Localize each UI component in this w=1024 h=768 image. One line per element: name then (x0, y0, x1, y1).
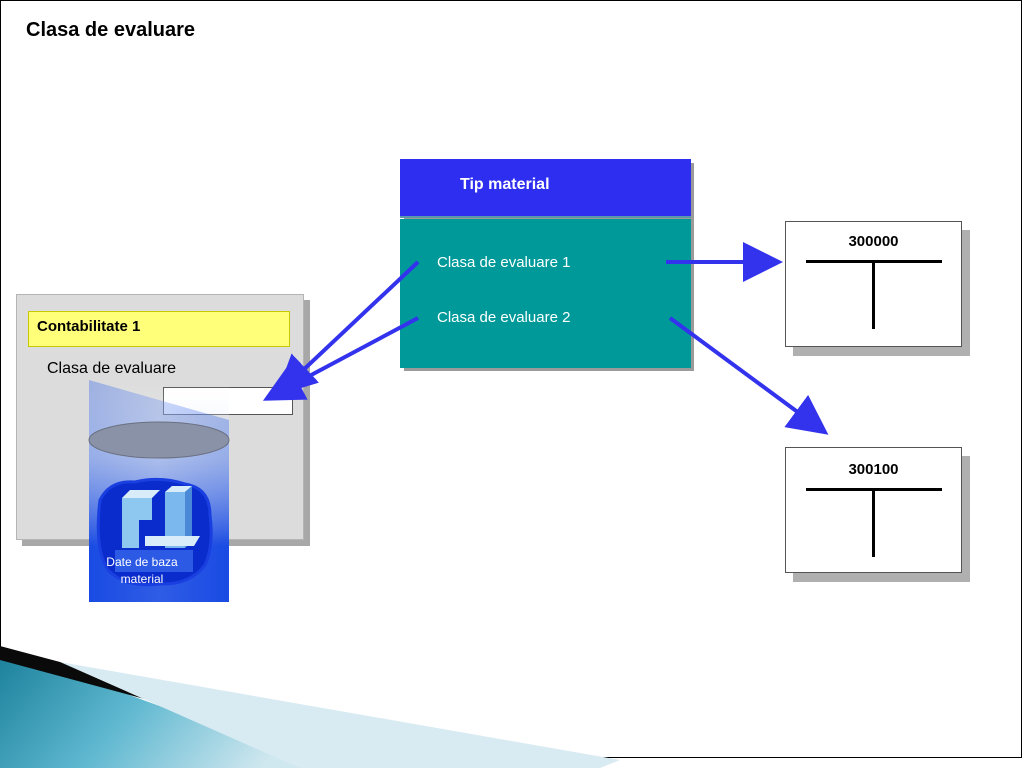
material-type-header (400, 159, 691, 218)
valuation-class-1: Clasa de evaluare 1 (437, 254, 571, 271)
material-type-body (400, 219, 691, 368)
material-type-title: Tip material (460, 176, 550, 193)
account-300100-number: 300100 (848, 461, 899, 478)
block-right-side (185, 486, 192, 548)
account-300100-vline (872, 488, 875, 557)
caption-plate (115, 550, 193, 572)
database-caption-line1: Date de baza (106, 555, 178, 569)
block-left (122, 498, 152, 548)
block-right (165, 492, 185, 548)
database-caption: Date de baza material (95, 554, 189, 588)
valuation-class-2: Clasa de evaluare 2 (437, 309, 571, 326)
block-left-top (122, 490, 160, 498)
block-base-top (145, 536, 200, 546)
database-caption-line2: material (120, 572, 164, 586)
light-swoosh (60, 662, 620, 768)
arrow-class2-to-field (262, 316, 419, 401)
block-right-top (165, 486, 192, 492)
arrow-class1-to-field (276, 260, 420, 396)
valuation-class-label: Clasa de evaluare (47, 360, 176, 377)
account-300000-number: 300000 (848, 233, 899, 250)
database-top (88, 421, 230, 459)
arrow-class2-to-300100 (668, 316, 829, 435)
slide-title: Clasa de evaluare (26, 19, 195, 41)
account-300000-vline (872, 260, 875, 329)
accounting-header: Contabilitate 1 (28, 311, 290, 347)
